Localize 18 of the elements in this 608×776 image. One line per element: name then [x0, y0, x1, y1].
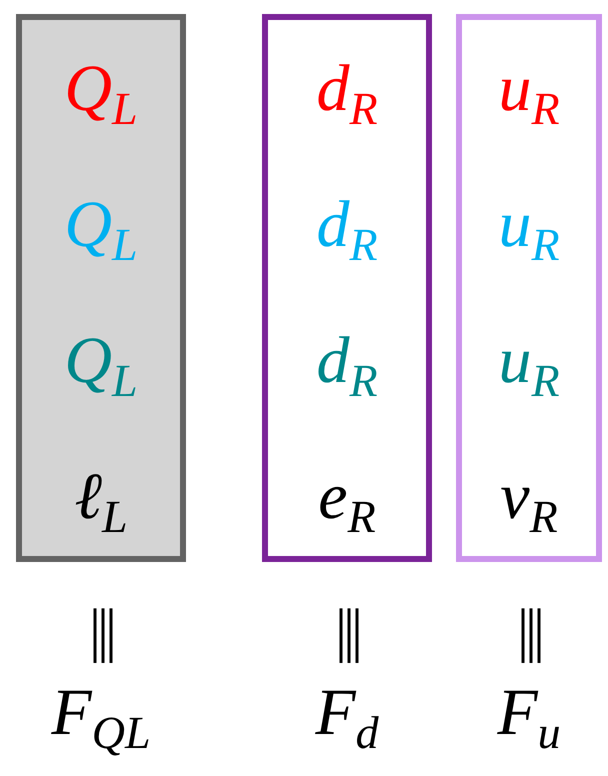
- field-symbol: d$_{R}$: [315, 192, 379, 268]
- field-symbol: d$_{R}$: [315, 56, 379, 132]
- multiplet-box: [262, 14, 432, 562]
- multiplet-label: F$_{u}$: [496, 680, 562, 756]
- field-symbol: Q$_{L}$: [63, 56, 139, 132]
- field-symbol: ν$_{R}$: [499, 464, 559, 540]
- field-symbol: e$_{R}$: [317, 464, 377, 540]
- multiplet-label: F$_{d}$: [314, 680, 380, 756]
- field-symbol: d$_{R}$: [315, 328, 379, 404]
- multiplet-box: [456, 14, 602, 562]
- field-symbol: u$_{R}$: [497, 328, 561, 404]
- field-symbol: Q$_{L}$: [63, 328, 139, 404]
- field-symbol: u$_{R}$: [497, 56, 561, 132]
- field-symbol: u$_{R}$: [497, 192, 561, 268]
- multiplet-label: F$_{QL}$: [50, 680, 152, 756]
- field-symbol: ℓ$_{L}$: [73, 464, 129, 540]
- field-symbol: Q$_{L}$: [63, 192, 139, 268]
- multiplet-box: [16, 14, 186, 562]
